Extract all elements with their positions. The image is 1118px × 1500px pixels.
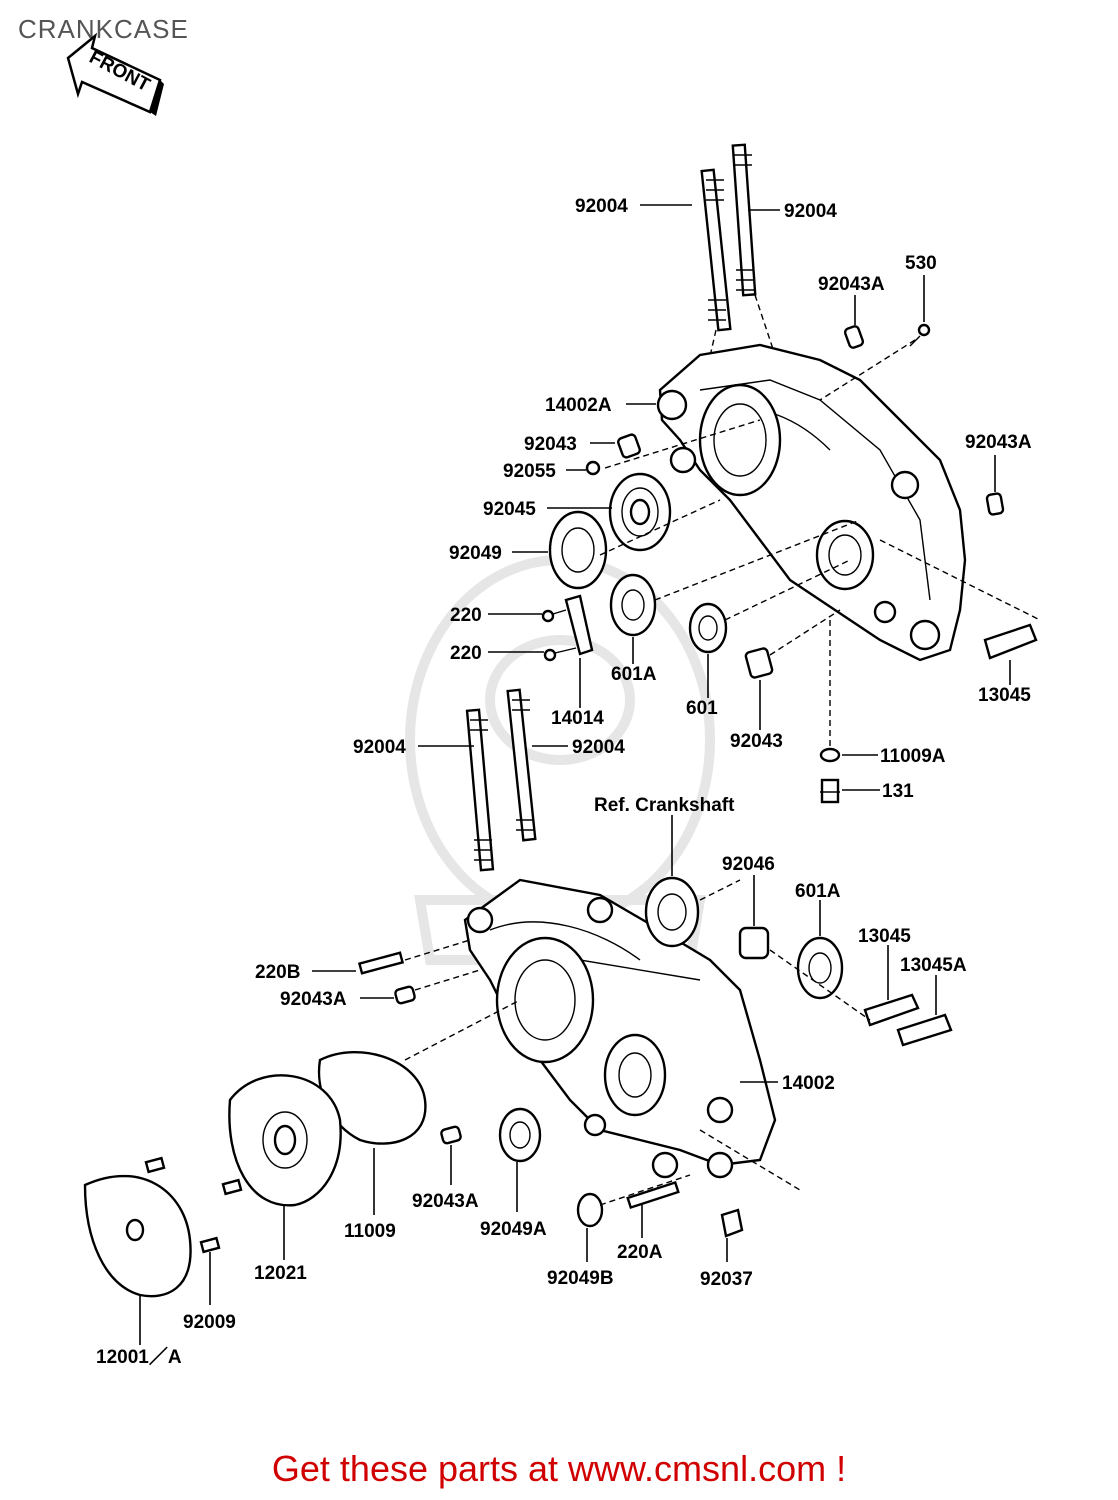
dowel-92043A-top [843,325,865,349]
screw-92009 [144,1156,243,1254]
label-92049B: 92049B [547,1268,614,1289]
dowel-92043-top [617,433,641,459]
label-11009A: 11009A [880,746,946,767]
page-title: CRANKCASE [18,14,189,44]
label-131: 131 [882,781,914,802]
label-92004-lower-right: 92004 [572,737,625,758]
stud-92004-lower-left [465,708,495,872]
left-crankcase-half [83,688,953,1298]
label-92004-top-right: 92004 [784,201,837,222]
label-13045-bottom: 13045 [858,926,911,947]
bolt-220-upper [541,609,567,623]
label-92055: 92055 [503,461,556,482]
plate-12001A [83,1174,192,1298]
right-crankcase-half [541,143,1041,804]
bracket-13045A [896,1013,953,1047]
bracket-13045-bottom [863,993,920,1027]
cover-12021 [228,1074,342,1207]
ring-92055 [585,460,601,476]
label-92004-lower-left: 92004 [353,737,406,758]
label-92046: 92046 [722,854,775,875]
dowel-92043-mid [744,647,774,679]
label-530: 530 [905,253,937,274]
collar-92046 [738,926,770,960]
label-92043-mid: 92043 [730,731,783,752]
label-92043A-bottom: 92043A [412,1191,479,1212]
label-14002: 14002 [782,1073,835,1094]
label-92049: 92049 [449,543,502,564]
label-12001A: 12001／A [96,1345,182,1368]
label-601A-bottom: 601A [795,881,841,902]
label-92004-top-left: 92004 [575,196,628,217]
leader-lines [139,204,1011,1345]
label-601: 601 [686,698,718,719]
plate-14014 [564,594,594,656]
label-220-lower: 220 [450,643,482,664]
label-12021: 12021 [254,1263,307,1284]
bolt-530 [909,323,931,347]
washer-11009A [819,747,841,763]
label-92049A: 92049A [480,1219,547,1240]
bearing-601A-top [609,573,657,637]
bearing-crankshaft [644,876,700,948]
label-220B: 220B [255,962,300,983]
label-92037: 92037 [700,1269,753,1290]
label-13045A: 13045A [900,955,967,976]
bracket-13045-top [983,623,1038,660]
label-92043-top: 92043 [524,434,577,455]
bearing-601A-bottom [796,936,844,1000]
part-labels: 92004 92004 530 92043A 14002A 92043 9205… [96,196,1032,1368]
label-92009: 92009 [183,1312,236,1333]
bolt-131 [820,778,840,804]
bearing-92045 [608,472,672,552]
seal-92049 [548,510,608,590]
label-11009: 11009 [344,1221,396,1242]
label-13045-top: 13045 [978,685,1031,706]
dowel-92043A-left [394,985,416,1005]
label-14014: 14014 [551,708,604,729]
label-601A-top: 601A [611,664,657,685]
label-220A: 220A [617,1242,663,1263]
label-92045: 92045 [483,499,536,520]
label-92043A-left: 92043A [280,989,347,1010]
dowel-92043A-bottom [440,1125,462,1145]
stud-92004-lower-right [506,688,537,842]
label-14002A: 14002A [545,395,612,416]
footer-link-text[interactable]: Get these parts at www.cmsnl.com ! [271,1448,847,1489]
label-ref-crankshaft: Ref. Crankshaft [594,795,735,816]
label-220-upper: 220 [450,605,482,626]
dowel-92043A-right [985,492,1005,516]
bolt-220-lower [543,647,577,662]
seal-92049B [576,1192,604,1228]
front-arrow-icon: FRONT [66,32,164,116]
bearing-601 [688,602,728,654]
clamp-92037 [720,1208,744,1238]
bolt-220B [357,951,405,975]
label-92043A-top: 92043A [818,274,885,295]
seal-92049A [498,1107,542,1163]
label-92043A-right: 92043A [965,432,1032,453]
stud-92004-right [731,143,757,297]
stud-92004-left [700,168,732,332]
bolt-220A [626,1181,680,1209]
